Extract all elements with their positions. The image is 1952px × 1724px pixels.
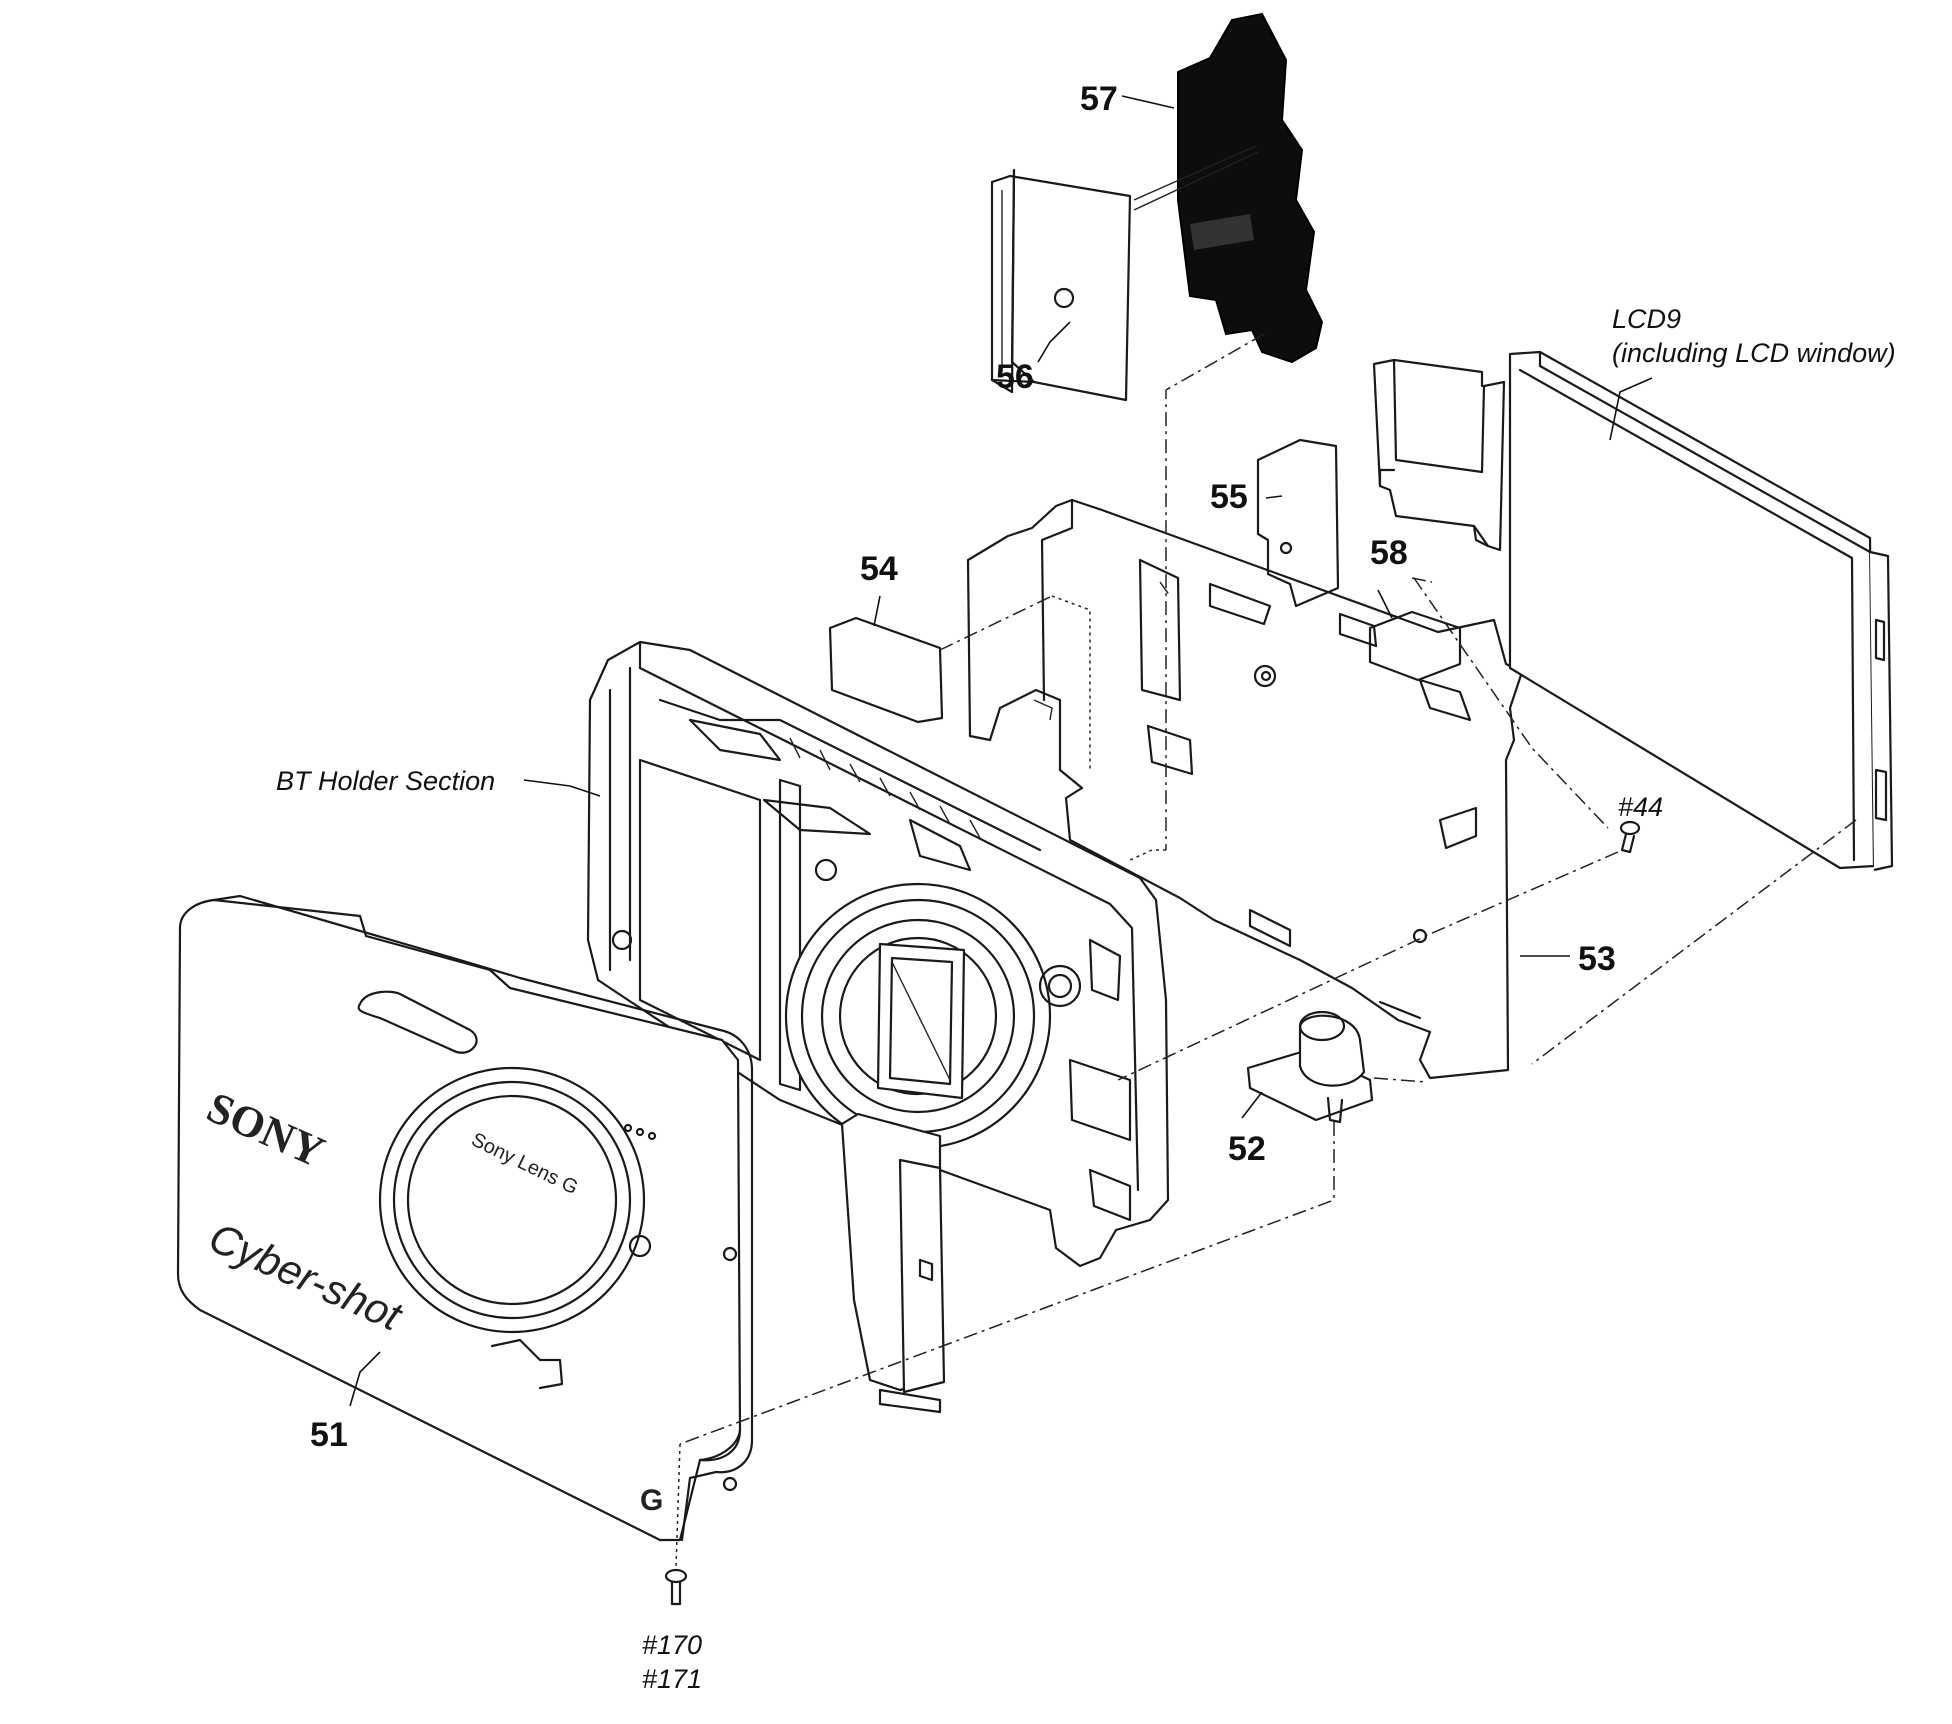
lcd-bracket xyxy=(1372,358,1506,552)
label-52: 52 xyxy=(1228,1130,1266,1168)
camera-body xyxy=(586,640,1170,1268)
part-52-board xyxy=(1246,1010,1374,1124)
assembly-guide-lines xyxy=(675,145,1857,1569)
label-58: 58 xyxy=(1370,534,1408,572)
label-51: 51 xyxy=(310,1416,348,1454)
label-55: 55 xyxy=(1210,478,1248,516)
label-screw-44: #44 xyxy=(1618,792,1663,822)
part-53-frame xyxy=(966,498,1524,1080)
g-logo-marking: G xyxy=(640,1484,663,1517)
part-51-front-cover: SONY Cyber-shot Sony Lens G G xyxy=(176,894,754,1542)
label-screw-170: #170 xyxy=(642,1630,702,1660)
part-56-bracket xyxy=(990,168,1132,402)
label-screw-171: #171 xyxy=(642,1664,702,1694)
label-lcd9: LCD9 xyxy=(1612,304,1681,334)
lcd9-panel xyxy=(1508,350,1894,872)
card-cover xyxy=(840,1112,946,1414)
part-57-grip-sheet xyxy=(1177,12,1324,364)
label-57: 57 xyxy=(1080,80,1118,118)
screw-44 xyxy=(1619,820,1641,854)
leader-lines xyxy=(349,95,1653,1407)
label-lcd-note: (including LCD window) xyxy=(1612,338,1896,368)
label-bt-holder: BT Holder Section xyxy=(276,766,495,796)
part-labels: 57 56 55 58 54 53 52 51 LCD9 (including … xyxy=(276,80,1896,1694)
part-54-sheet xyxy=(828,616,944,724)
label-56: 56 xyxy=(996,358,1034,396)
part-58-pad xyxy=(1368,610,1462,682)
part-55-strip xyxy=(1256,438,1340,608)
screw-170-171 xyxy=(664,1568,688,1606)
label-53: 53 xyxy=(1578,940,1616,978)
label-54: 54 xyxy=(860,550,898,588)
